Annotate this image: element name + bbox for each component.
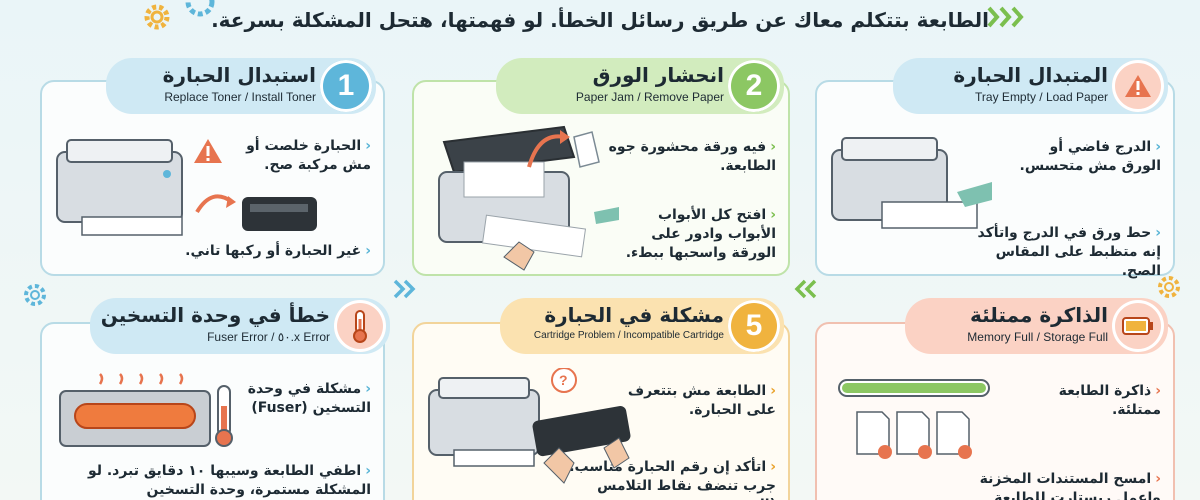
gear-icon	[144, 4, 170, 30]
card-subtitle: Paper Jam / Remove Paper	[575, 90, 724, 104]
battery-icon	[1122, 317, 1153, 335]
printer-illustration	[56, 139, 183, 236]
card-subtitle: Replace Toner / Install Toner	[164, 90, 316, 104]
card-bullet: ‹الطابعة مش بتتعرف على الحبارة.	[627, 383, 776, 418]
card-title: الذاكرة ممتلئة	[969, 303, 1108, 327]
card-banner: مشكلة في الحبارة Cartridge Problem / Inc…	[500, 298, 784, 354]
card-subtitle: Tray Empty / Load Paper	[975, 90, 1108, 104]
card-title: انحشار الورق	[592, 63, 724, 87]
step-number-badge: 1	[320, 60, 372, 112]
card-replace-toner: ‹الحبارة خلصت أو مش مركبة صح. ‹غير الحبا…	[40, 80, 385, 276]
toner-cartridge-illustration	[195, 194, 317, 231]
card-subtitle: Cartridge Problem / Incompatible Cartrid…	[533, 330, 724, 341]
card-title: خطأ في وحدة التسخين	[100, 303, 330, 327]
card-bullet: ‹امسح المستندات المخزنة واعمل ريستارت لل…	[979, 471, 1161, 500]
chevrons-icon	[987, 6, 1024, 28]
thermometer-icon	[353, 310, 367, 343]
battery-badge	[1112, 300, 1164, 352]
step-number-badge: 2	[728, 60, 780, 112]
gear-icon	[24, 284, 46, 306]
card-bullet: ‹افتح كل الأبواب الأبواب وادور على الورق…	[625, 207, 776, 261]
card-bullet: ‹ذاكرة الطابعة ممتلئة.	[1058, 383, 1161, 418]
step-number-badge: 5	[728, 300, 780, 352]
card-bullet: ‹الحبارة خلصت أو مش مركبة صح.	[246, 138, 371, 173]
card-banner: المتبدال الحبارة Tray Empty / Load Paper	[893, 58, 1168, 114]
card-title: مشكلة في الحبارة	[544, 303, 724, 327]
warning-icon	[194, 139, 222, 163]
memory-full-illustration	[838, 379, 990, 459]
card-title: المتبدال الحبارة	[953, 63, 1108, 87]
warning-icon	[1125, 75, 1151, 97]
printer-illustration	[831, 137, 992, 229]
card-bullet: ‹فيه ورقة محشورة جوه الطابعة.	[608, 139, 776, 174]
card-banner: الذاكرة ممتلئة Memory Full / Storage Ful…	[905, 298, 1168, 354]
card-banner: استبدال الحبارة Replace Toner / Install …	[106, 58, 376, 114]
gear-icon	[1158, 276, 1180, 298]
card-bullet: ‹غير الحبارة أو ركبها تاني.	[185, 243, 371, 259]
svg-text:?: ?	[559, 372, 568, 388]
printer-cartridge-illustration: ?	[428, 368, 631, 484]
jammed-paper-illustration	[527, 130, 600, 168]
card-bullet: ‹حط ورق في الدرج واتأكد إنه متظبط على ال…	[977, 225, 1161, 279]
chevrons-icon	[393, 279, 416, 299]
warning-badge	[1112, 60, 1164, 112]
card-banner: خطأ في وحدة التسخين Fuser Error / ٥٠.x E…	[90, 298, 390, 354]
gear-icon	[185, 0, 215, 17]
card-bullet: ‹الدرج فاضي أو الورق مش متحسس.	[1019, 139, 1161, 174]
card-banner: انحشار الورق Paper Jam / Remove Paper 2	[496, 58, 784, 114]
chevrons-icon	[794, 279, 817, 299]
thermometer-badge	[334, 300, 386, 352]
open-printer-illustration	[438, 125, 619, 271]
card-title: استبدال الحبارة	[162, 63, 316, 87]
card-subtitle: Fuser Error / ٥٠.x Error	[207, 330, 330, 344]
card-bullet: ‹مشكلة في وحدة التسخين (Fuser)	[247, 381, 371, 416]
card-subtitle: Memory Full / Storage Full	[967, 330, 1108, 344]
card-bullet: ‹اطفي الطابعة وسيبها ١٠ دقايق تبرد. لو ا…	[87, 463, 371, 498]
page-subtitle: الطابعة بتتكلم معاك عن طريق رسائل الخطأ.…	[211, 8, 989, 32]
fuser-unit-illustration	[59, 373, 233, 447]
